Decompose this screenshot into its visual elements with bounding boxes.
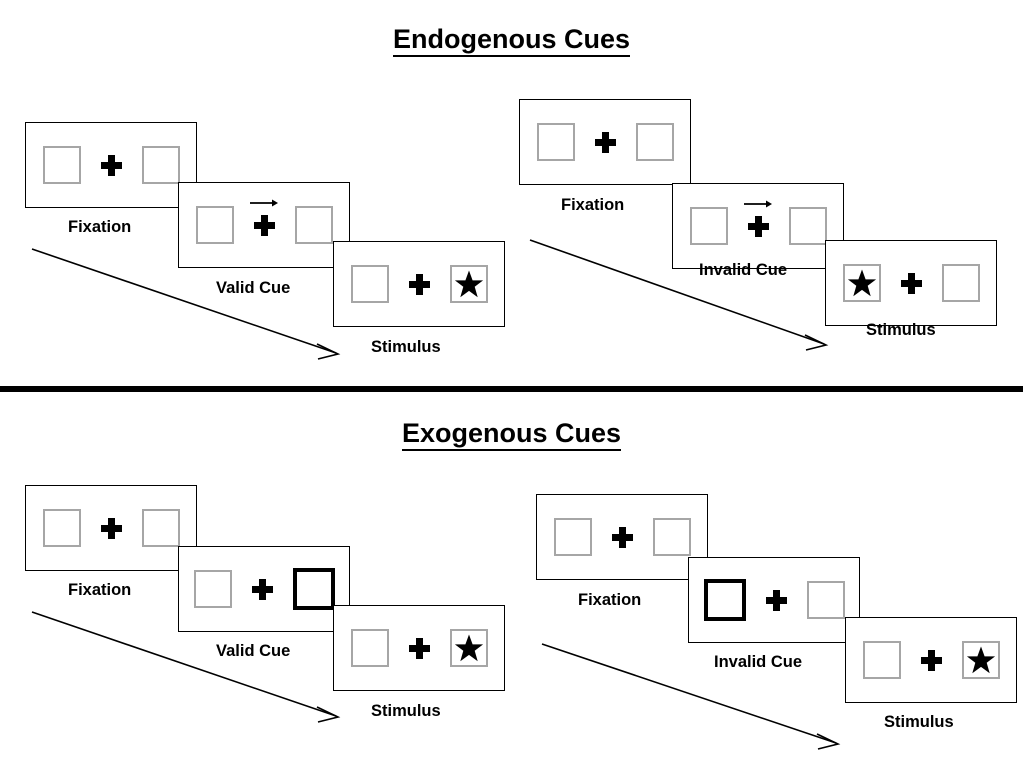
placeholder-box-left bbox=[350, 265, 389, 303]
fixation-cross-icon bbox=[594, 131, 616, 153]
placeholder-box-right bbox=[941, 264, 980, 302]
trial-panel-endogenous-valid-cue bbox=[178, 182, 350, 268]
star-icon bbox=[847, 269, 876, 297]
fixation-cross-icon bbox=[251, 578, 273, 600]
placeholder-box-right-target bbox=[449, 629, 488, 667]
star-icon bbox=[454, 634, 483, 662]
placeholder-box-left-target bbox=[842, 264, 881, 302]
trial-panel-exogenous-invalid-fixation bbox=[536, 494, 708, 580]
trial-panel-exogenous-invalid-stimulus bbox=[845, 617, 1017, 703]
section-title-endogenous: Endogenous Cues bbox=[0, 24, 1023, 57]
trial-panel-exogenous-valid-stimulus bbox=[333, 605, 505, 691]
placeholder-box-right bbox=[652, 518, 691, 556]
fixation-cross-icon bbox=[920, 649, 942, 671]
time-flow-arrow-icon bbox=[541, 643, 841, 750]
placeholder-box-right bbox=[141, 509, 180, 547]
placeholder-box-right-target bbox=[961, 641, 1000, 679]
fixation-cross-icon bbox=[408, 273, 430, 295]
star-icon bbox=[454, 270, 483, 298]
placeholder-box-right bbox=[806, 581, 845, 619]
section-title-endogenous-text: Endogenous Cues bbox=[392, 24, 630, 57]
placeholder-box-right-target bbox=[449, 265, 488, 303]
trial-panel-endogenous-invalid-stimulus bbox=[825, 240, 997, 326]
placeholder-box-left bbox=[195, 206, 234, 244]
fixation-cross-icon bbox=[250, 199, 278, 236]
trial-panel-exogenous-valid-cue bbox=[178, 546, 350, 632]
stage-caption-exogenous-valid-cue: Valid Cue bbox=[216, 642, 291, 660]
star-icon bbox=[966, 646, 995, 674]
fixation-cross-icon bbox=[900, 272, 922, 294]
trial-panel-exogenous-valid-fixation bbox=[25, 485, 197, 571]
placeholder-box-left bbox=[689, 207, 728, 245]
placeholder-box-right bbox=[788, 207, 827, 245]
stage-caption-endogenous-valid-fixation: Fixation bbox=[68, 218, 132, 236]
placeholder-box-left bbox=[536, 123, 575, 161]
cued-box-left bbox=[703, 579, 746, 621]
trial-panel-endogenous-invalid-cue bbox=[672, 183, 844, 269]
placeholder-box-left bbox=[350, 629, 389, 667]
placeholder-box-left bbox=[42, 146, 81, 184]
stage-caption-exogenous-invalid-cue: Invalid Cue bbox=[714, 653, 803, 671]
placeholder-box-right bbox=[141, 146, 180, 184]
trial-panel-exogenous-invalid-cue bbox=[688, 557, 860, 643]
stage-caption-endogenous-invalid-cue: Invalid Cue bbox=[699, 261, 788, 279]
fixation-cross-icon bbox=[744, 200, 772, 237]
arrow-right-icon bbox=[744, 200, 772, 207]
time-flow-arrow-icon bbox=[31, 248, 341, 360]
fixation-cross-icon bbox=[611, 526, 633, 548]
stage-caption-endogenous-valid-cue: Valid Cue bbox=[216, 279, 291, 297]
placeholder-box-right bbox=[635, 123, 674, 161]
placeholder-box-right bbox=[294, 206, 333, 244]
fixation-cross-icon bbox=[100, 517, 122, 539]
time-flow-arrow-icon bbox=[529, 239, 829, 351]
placeholder-box-left bbox=[862, 641, 901, 679]
stage-caption-endogenous-invalid-stimulus: Stimulus bbox=[866, 321, 936, 339]
section-title-exogenous: Exogenous Cues bbox=[0, 418, 1023, 451]
stage-caption-endogenous-valid-stimulus: Stimulus bbox=[371, 338, 441, 356]
placeholder-box-left bbox=[553, 518, 592, 556]
trial-panel-endogenous-valid-stimulus bbox=[333, 241, 505, 327]
stage-caption-endogenous-invalid-fixation: Fixation bbox=[561, 196, 625, 214]
placeholder-box-left bbox=[42, 509, 81, 547]
fixation-cross-icon bbox=[408, 637, 430, 659]
fixation-cross-icon bbox=[100, 154, 122, 176]
trial-panel-endogenous-invalid-fixation bbox=[519, 99, 691, 185]
section-title-exogenous-text: Exogenous Cues bbox=[401, 418, 622, 451]
stage-caption-exogenous-valid-stimulus: Stimulus bbox=[371, 702, 441, 720]
stage-caption-exogenous-invalid-fixation: Fixation bbox=[578, 591, 642, 609]
fixation-cross-icon bbox=[765, 589, 787, 611]
stage-caption-exogenous-invalid-stimulus: Stimulus bbox=[884, 713, 954, 731]
placeholder-box-left bbox=[193, 570, 232, 608]
cued-box-right bbox=[292, 568, 335, 610]
time-flow-arrow-icon bbox=[31, 611, 341, 723]
arrow-right-icon bbox=[250, 199, 278, 206]
section-divider bbox=[0, 386, 1023, 392]
stage-caption-exogenous-valid-fixation: Fixation bbox=[68, 581, 132, 599]
trial-panel-endogenous-valid-fixation bbox=[25, 122, 197, 208]
